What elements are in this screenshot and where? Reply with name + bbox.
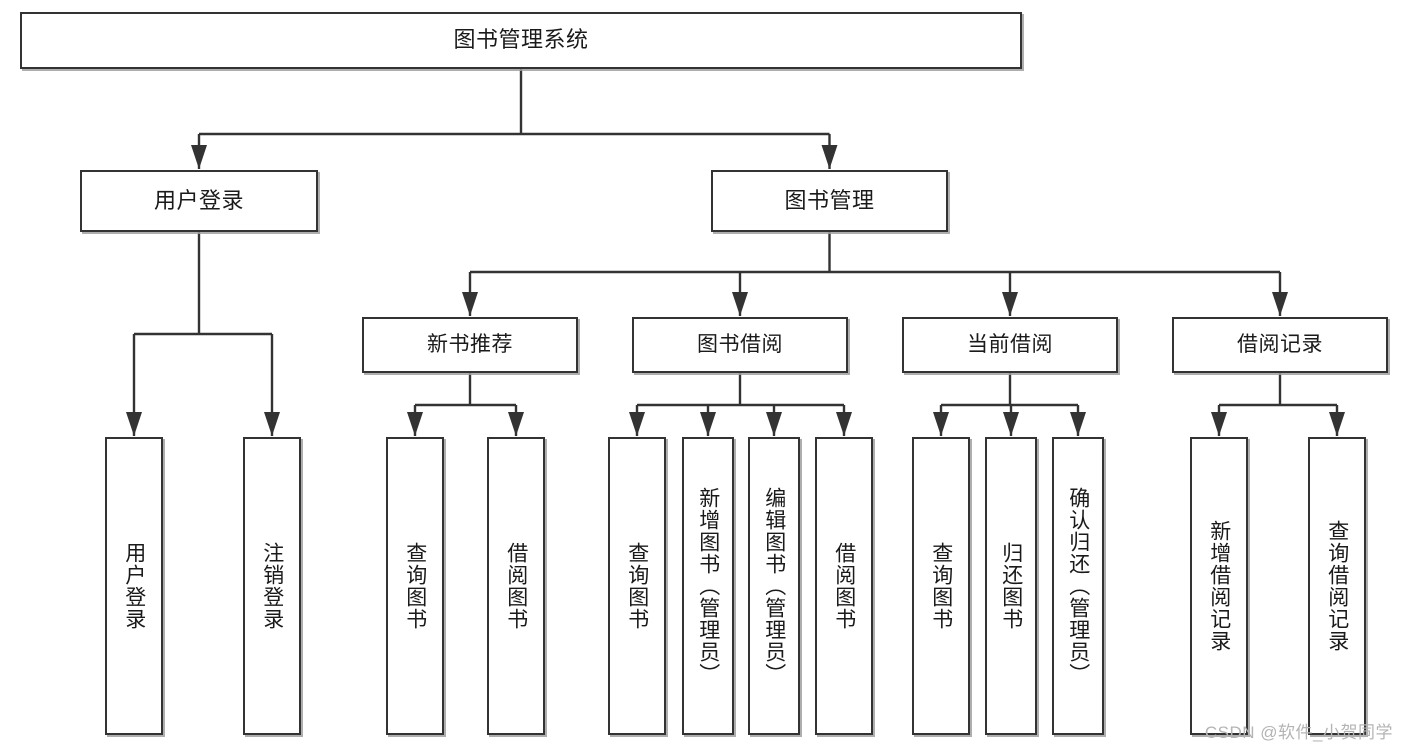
arrow-head-icon — [1070, 412, 1086, 436]
node-label: 编辑图书（管理员） — [762, 487, 786, 685]
node-label: 用户登录 — [153, 187, 244, 213]
arrow-head-icon — [629, 412, 645, 436]
node-borrow-record[interactable]: 借阅记录 — [1172, 317, 1388, 373]
node-label: 图书管理系统 — [453, 27, 589, 53]
arrow-head-icon — [264, 412, 280, 436]
node-label: 查询图书 — [929, 542, 953, 630]
node-label: 归还图书 — [999, 542, 1023, 630]
arrow-head-icon — [836, 412, 852, 436]
arrow-head-icon — [407, 412, 423, 436]
node-label: 用户登录 — [122, 542, 146, 630]
arrow-head-icon — [508, 412, 524, 436]
node-label: 借阅图书 — [832, 542, 856, 630]
node-label: 图书借阅 — [697, 333, 783, 357]
arrow-head-icon — [732, 292, 748, 316]
node-leaf-user-login[interactable]: 用户登录 — [105, 437, 163, 735]
node-leaf-borrow-book-2[interactable]: 借阅图书 — [815, 437, 873, 735]
node-leaf-query-book-3[interactable]: 查询图书 — [912, 437, 970, 735]
node-book-borrow[interactable]: 图书借阅 — [632, 317, 848, 373]
arrow-head-icon — [191, 145, 207, 169]
node-leaf-query-borrow-record[interactable]: 查询借阅记录 — [1308, 437, 1366, 735]
arrow-head-icon — [821, 145, 838, 169]
node-leaf-add-book-admin[interactable]: 新增图书（管理员） — [682, 437, 734, 735]
arrow-head-icon — [1002, 292, 1018, 316]
arrow-head-icon — [462, 292, 478, 316]
node-leaf-return-book[interactable]: 归还图书 — [985, 437, 1037, 735]
arrow-head-icon — [1003, 412, 1019, 436]
node-new-book-recommend[interactable]: 新书推荐 — [362, 317, 578, 373]
node-label: 查询借阅记录 — [1325, 520, 1349, 652]
node-leaf-borrow-book-1[interactable]: 借阅图书 — [487, 437, 545, 735]
arrow-head-icon — [766, 412, 782, 436]
node-leaf-query-book-1[interactable]: 查询图书 — [386, 437, 444, 735]
node-leaf-add-borrow-record[interactable]: 新增借阅记录 — [1190, 437, 1248, 735]
node-label: 查询图书 — [403, 542, 427, 630]
node-label: 查询图书 — [625, 542, 649, 630]
node-label: 当前借阅 — [967, 333, 1053, 357]
node-label: 注销登录 — [260, 542, 284, 630]
arrow-head-icon — [126, 412, 142, 436]
node-label: 新增图书（管理员） — [696, 487, 720, 685]
arrow-head-icon — [1211, 412, 1227, 436]
node-label: 借阅图书 — [504, 542, 528, 630]
node-label: 确认归还（管理员） — [1066, 487, 1090, 685]
node-leaf-edit-book-admin[interactable]: 编辑图书（管理员） — [748, 437, 800, 735]
arrow-head-icon — [1272, 292, 1288, 316]
node-label: 新增借阅记录 — [1207, 520, 1231, 652]
node-label: 新书推荐 — [427, 333, 513, 357]
node-leaf-confirm-return-admin[interactable]: 确认归还（管理员） — [1052, 437, 1104, 735]
node-root[interactable]: 图书管理系统 — [20, 12, 1022, 69]
node-leaf-query-book-2[interactable]: 查询图书 — [608, 437, 666, 735]
node-label: 借阅记录 — [1237, 333, 1323, 357]
node-user-login[interactable]: 用户登录 — [80, 170, 318, 232]
arrow-head-icon — [1329, 412, 1345, 436]
node-label: 图书管理 — [784, 187, 875, 213]
arrow-head-icon — [700, 412, 716, 436]
node-book-manage[interactable]: 图书管理 — [711, 170, 948, 232]
node-leaf-user-logout[interactable]: 注销登录 — [243, 437, 301, 735]
node-current-borrow[interactable]: 当前借阅 — [902, 317, 1118, 373]
arrow-head-icon — [933, 412, 949, 436]
